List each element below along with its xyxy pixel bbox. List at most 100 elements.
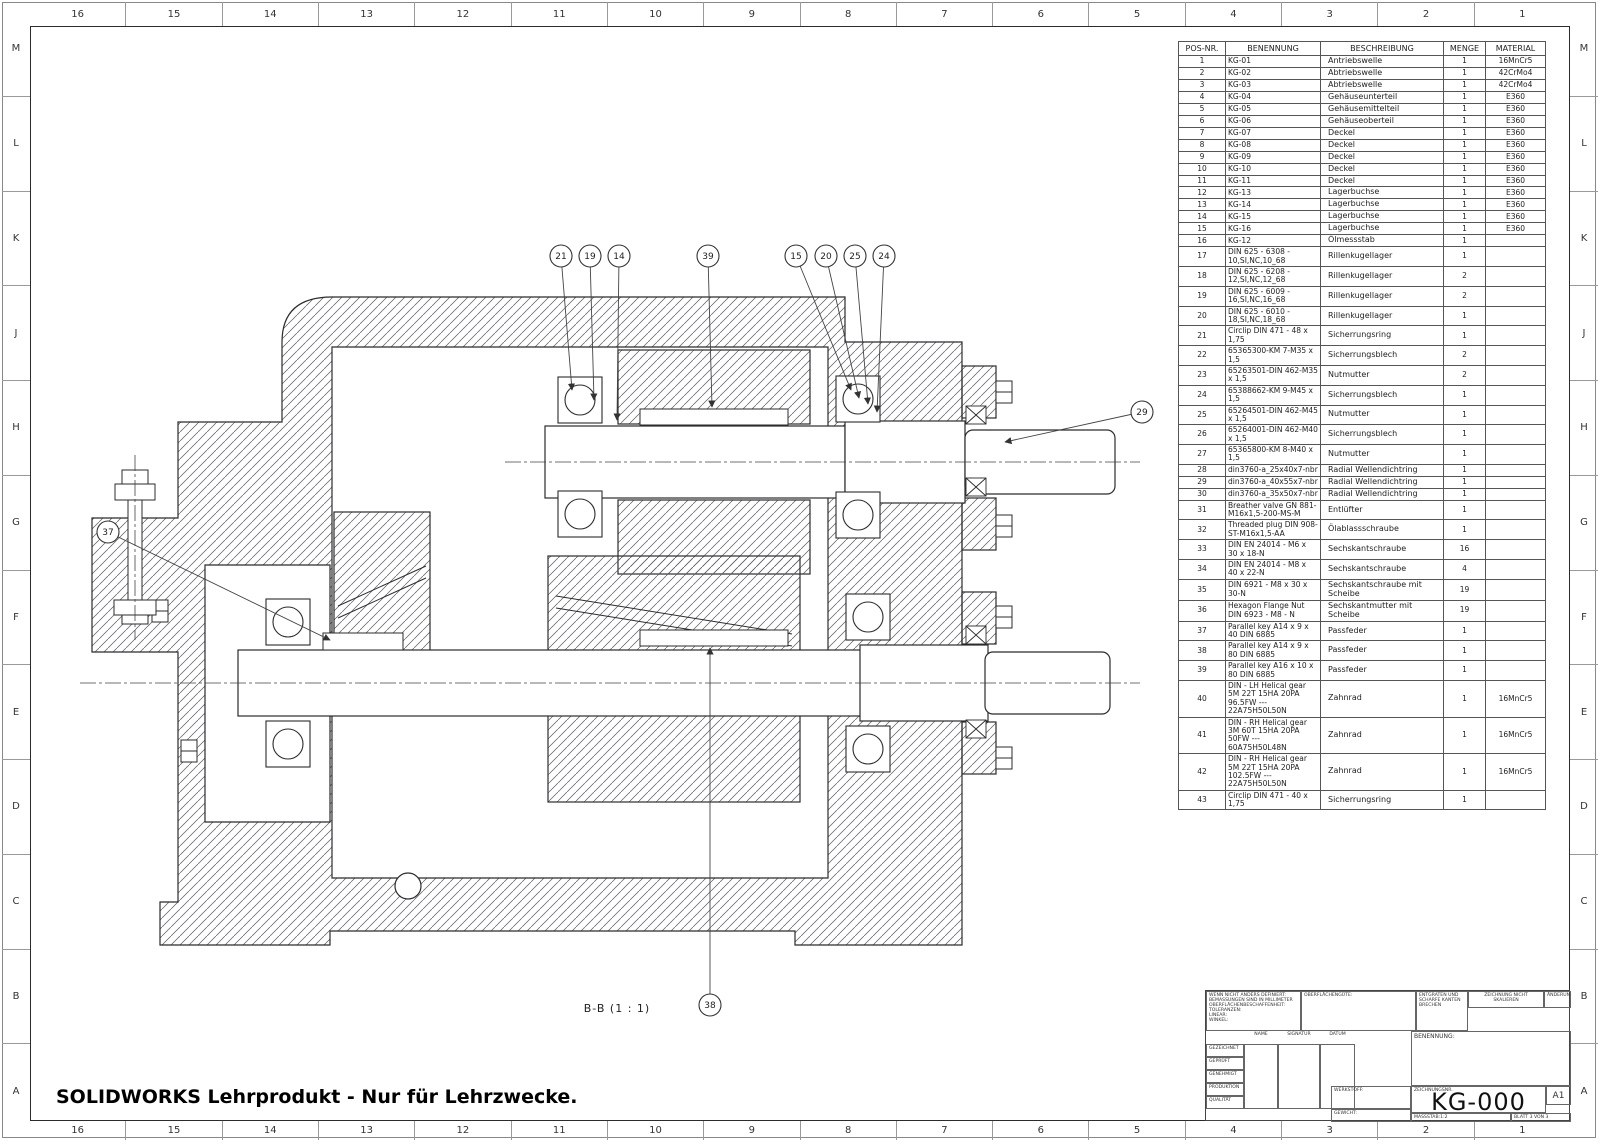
balloon-leader xyxy=(854,255,872,405)
bom-cell: Deckel xyxy=(1320,138,1444,152)
centerlines xyxy=(80,455,1140,684)
ruler-label: 14 xyxy=(221,2,318,26)
balloon-circle xyxy=(814,244,838,268)
bom-cell: 12 xyxy=(1178,186,1226,200)
bom-cell: 29 xyxy=(1178,475,1226,489)
bom-cell: 1 xyxy=(1443,620,1486,642)
bom-cell: 2 xyxy=(1443,285,1486,307)
bom-cell: Sicherrungsring xyxy=(1320,325,1444,347)
bom-cell: 1 xyxy=(1443,222,1486,236)
balloon-circle xyxy=(1130,400,1154,424)
ruler-label: 7 xyxy=(895,1121,992,1140)
bom-cell: Sechskantschraube xyxy=(1320,539,1444,561)
bom-cell: 1 xyxy=(1443,66,1486,80)
bom-cell: Sicherrungsblech xyxy=(1320,384,1444,406)
bom-cell: 1 xyxy=(1443,210,1486,224)
ruler-label: K xyxy=(1570,190,1598,286)
bom-cell: din3760-a_25x40x7-nbr xyxy=(1225,463,1321,477)
balloon-14: 14 xyxy=(607,244,631,421)
bom-cell: Radial Wellendichtring xyxy=(1320,475,1444,489)
bom-cell: E360 xyxy=(1485,90,1546,104)
balloon-number: 29 xyxy=(1136,408,1148,418)
bom-cell: 9 xyxy=(1178,150,1226,164)
balloon-leader xyxy=(1004,411,1143,445)
bom-cell: Sicherrungsblech xyxy=(1320,424,1444,446)
bom-cell: 16 xyxy=(1443,539,1486,561)
bom-cell: 32 xyxy=(1178,519,1226,541)
ruler-label: F xyxy=(1570,569,1598,665)
bom-cell: 17 xyxy=(1178,246,1226,268)
balloon-circle xyxy=(696,244,720,268)
sheet-label: BLATT 3 VON 3 xyxy=(1511,1113,1571,1122)
bom-cell xyxy=(1485,475,1546,489)
bom-cell: Radial Wellendichtring xyxy=(1320,487,1444,501)
ruler-label: B xyxy=(1570,948,1598,1044)
ruler-label: 8 xyxy=(799,1121,896,1140)
bom-cell: Antriebswelle xyxy=(1320,55,1444,68)
bom-cell: 1 xyxy=(1443,487,1486,501)
drain-plug xyxy=(394,872,422,900)
bom-cell: 1 xyxy=(1443,424,1486,446)
bom-cell: Deckel xyxy=(1320,126,1444,140)
bom-cell: KG-01 xyxy=(1225,55,1321,68)
bom-cell: Radial Wellendichtring xyxy=(1320,463,1444,477)
bom-cell: Sicherrungsblech xyxy=(1320,345,1444,366)
balloon-leader xyxy=(107,531,331,641)
ruler-label: 13 xyxy=(317,2,414,26)
ruler-label: E xyxy=(1570,664,1598,759)
bom-cell: 18 xyxy=(1178,266,1226,287)
bom-cell: DIN EN 24014 - M8 x 40 x 22-N xyxy=(1225,559,1321,580)
bom-cell: KG-16 xyxy=(1225,222,1321,236)
bom-cell: 21 xyxy=(1178,325,1226,347)
ruler-label: 12 xyxy=(414,2,510,26)
balloon-number: 37 xyxy=(102,528,113,538)
bom-cell: 13 xyxy=(1178,198,1226,212)
bom-cell xyxy=(1485,559,1546,580)
bom-cell: 65264501-DIN 462-M45 x 1,5 xyxy=(1225,404,1321,426)
bom-cell: Parallel key A14 x 9 x 40 DIN 6885 xyxy=(1225,620,1321,642)
bom-cell: 28 xyxy=(1178,463,1226,477)
bom-cell: DIN - RH Helical gear 3M 60T 15HA 20PA 5… xyxy=(1225,716,1321,755)
bom-cell xyxy=(1485,424,1546,446)
bom-cell xyxy=(1485,234,1546,248)
ruler-label: M xyxy=(11,43,21,55)
ruler-label: 9 xyxy=(703,2,799,26)
bom-cell: 24 xyxy=(1178,384,1226,406)
bom-cell: 20 xyxy=(1178,305,1226,327)
bom-cell: KG-04 xyxy=(1225,90,1321,104)
bom-cell: 1 xyxy=(1443,463,1486,477)
bom-cell: din3760-a_40x55x7-nbr xyxy=(1225,475,1321,489)
bom-cell: 65388662-KM 9-M45 x 1,5 xyxy=(1225,384,1321,406)
ruler-label: E xyxy=(2,664,30,759)
bom-cell: Sechskantmutter mit Scheibe xyxy=(1320,599,1444,622)
balloon-number: 38 xyxy=(704,1001,716,1011)
ruler-label: 6 xyxy=(992,1121,1088,1140)
bom-cell xyxy=(1485,345,1546,366)
bom-cell: 1 xyxy=(1443,716,1486,755)
bom-cell: E360 xyxy=(1485,174,1546,188)
no-scale-note: ZEICHNUNG NICHT SKALIEREN xyxy=(1468,991,1544,1008)
bom-cell: Gehäuseoberteil xyxy=(1320,114,1444,128)
surface-finish-label: OBERFLÄCHENGÜTE: xyxy=(1301,991,1416,1031)
bom-cell: DIN - RH Helical gear 5M 22T 15HA 20PA 1… xyxy=(1225,753,1321,791)
balloon-29: 29 xyxy=(1004,400,1154,445)
ruler-label: 9 xyxy=(703,1121,799,1140)
row-production: PRODUKTION xyxy=(1206,1083,1244,1096)
col-signature: SIGNATUR xyxy=(1287,1032,1311,1037)
balloon-number: 19 xyxy=(584,252,596,262)
